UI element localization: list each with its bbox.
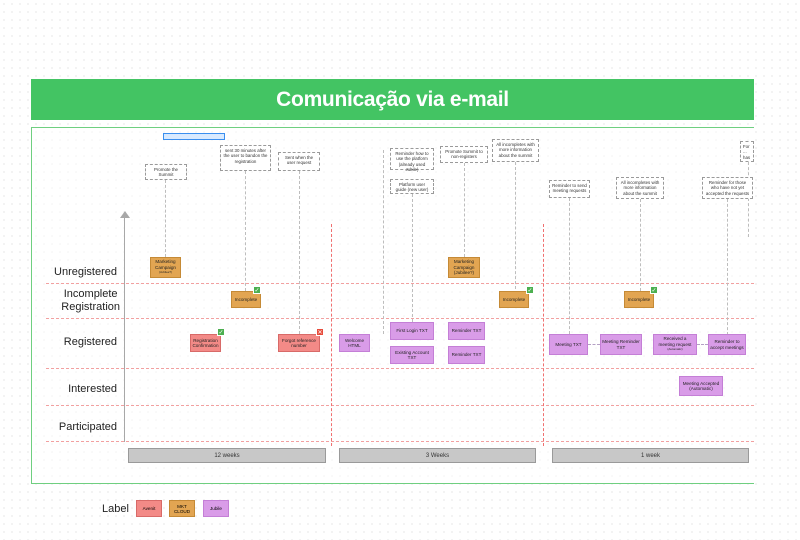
connector-line: [727, 199, 728, 335]
note: Reminder for those who have not yet acce…: [702, 177, 753, 199]
card-label: Marketing Campaign: [155, 259, 176, 270]
connector-line: [383, 150, 384, 334]
row-label-registered: Registered: [63, 336, 117, 348]
connector-line: [412, 194, 413, 322]
legend-item-avenit: Avenit: [136, 500, 162, 517]
checkmark-icon: ✓: [650, 286, 658, 294]
connector-line: [299, 171, 300, 334]
card-meeting-accepted[interactable]: Meeting Accepted (Automatic): [679, 376, 723, 396]
legend-label: Label: [102, 503, 129, 515]
connector-line: [464, 163, 465, 257]
row-label-interested: Interested: [68, 383, 117, 395]
lane-divider: [46, 318, 754, 319]
card-marketing-campaign[interactable]: Marketing Campaign (Jubilee?): [150, 257, 181, 278]
page-title: Comunicação via e-mail: [31, 79, 754, 120]
row-label-incomplete-registration: Incomplete Registration: [61, 288, 120, 313]
note: sent 30 minutes after the user to bandon…: [220, 145, 271, 171]
checkmark-icon: ✓: [253, 286, 261, 294]
card-forgot-reference-number[interactable]: Forgot reference number: [278, 334, 320, 352]
connector-line: [569, 198, 570, 334]
row-label-unregistered: Unregistered: [54, 266, 117, 278]
lane-divider: [46, 283, 754, 284]
card-welcome-html[interactable]: Welcome HTML: [339, 334, 370, 352]
checkmark-icon: ✓: [526, 286, 534, 294]
card-marketing-campaign[interactable]: Marketing Campaign (Jubilee?): [448, 257, 480, 278]
note: Platform user guide (new user): [390, 179, 434, 194]
checkmark-icon: ✓: [217, 328, 225, 336]
note: Sent when the user request: [278, 152, 320, 171]
flow-arrow: [697, 344, 708, 345]
note: All incompletes with more information ab…: [616, 177, 664, 199]
card-registration-confirmation[interactable]: Registration Confirmation: [190, 334, 221, 352]
card-sublabel: (Automatic): [667, 347, 683, 352]
legend-item-jubile: Jubile: [203, 500, 229, 517]
note: Promote the Summit: [145, 164, 187, 180]
legend-item-mkt-cloud: MKT CLOUD: [169, 500, 195, 517]
timeline-bar-1-week: 1 week: [552, 448, 749, 463]
note: All incompletes with more information ab…: [492, 139, 539, 162]
card-incomplete[interactable]: Incomplete: [231, 291, 261, 308]
lane-divider: [46, 441, 754, 442]
card-reminder[interactable]: Reminder TXT: [448, 322, 485, 340]
card-incomplete[interactable]: Incomplete: [499, 291, 529, 308]
phase-separator: [543, 224, 544, 446]
lane-divider: [46, 368, 754, 369]
row-label-participated: Participated: [58, 421, 117, 433]
timeline-bar-12-weeks: 12 weeks: [128, 448, 326, 463]
card-meeting-reminder[interactable]: Meeting Reminder TXT: [600, 334, 642, 355]
card-received-meeting-request[interactable]: Received a meeting request (Automatic): [653, 334, 697, 355]
connector-line: [515, 162, 516, 289]
connector-line: [748, 162, 749, 237]
card-label: Received a meeting request: [658, 336, 692, 347]
phase-separator: [331, 224, 332, 446]
note: Reminder to send meeting requests: [549, 180, 590, 198]
note: Reminder how to use the platform (alread…: [390, 148, 434, 172]
note: Promote Summit to non-registers: [440, 146, 488, 163]
card-first-login[interactable]: First Login TXT: [390, 322, 434, 340]
card-sublabel: (Jubilee?): [158, 270, 173, 275]
flow-arrow: [588, 344, 600, 345]
vertical-axis: [124, 216, 125, 442]
x-icon: ✕: [316, 328, 324, 336]
connector-line: [165, 180, 166, 257]
connector-line: [640, 199, 641, 291]
axis-arrow: [120, 211, 130, 218]
card-meeting[interactable]: Meeting TXT: [549, 334, 588, 355]
connector-line: [245, 171, 246, 291]
card-reminder[interactable]: Reminder TXT: [448, 346, 485, 364]
card-reminder-accept-meetings[interactable]: Reminder to accept meetings: [708, 334, 746, 355]
card-incomplete[interactable]: Incomplete: [624, 291, 654, 308]
selection-handle[interactable]: [163, 133, 225, 140]
timeline-bar-3-weeks: 3 Weeks: [339, 448, 536, 463]
note: For ... has n...: [740, 141, 754, 162]
lane-divider: [46, 405, 754, 406]
card-existing-account[interactable]: Existing Account TXT: [390, 346, 434, 364]
